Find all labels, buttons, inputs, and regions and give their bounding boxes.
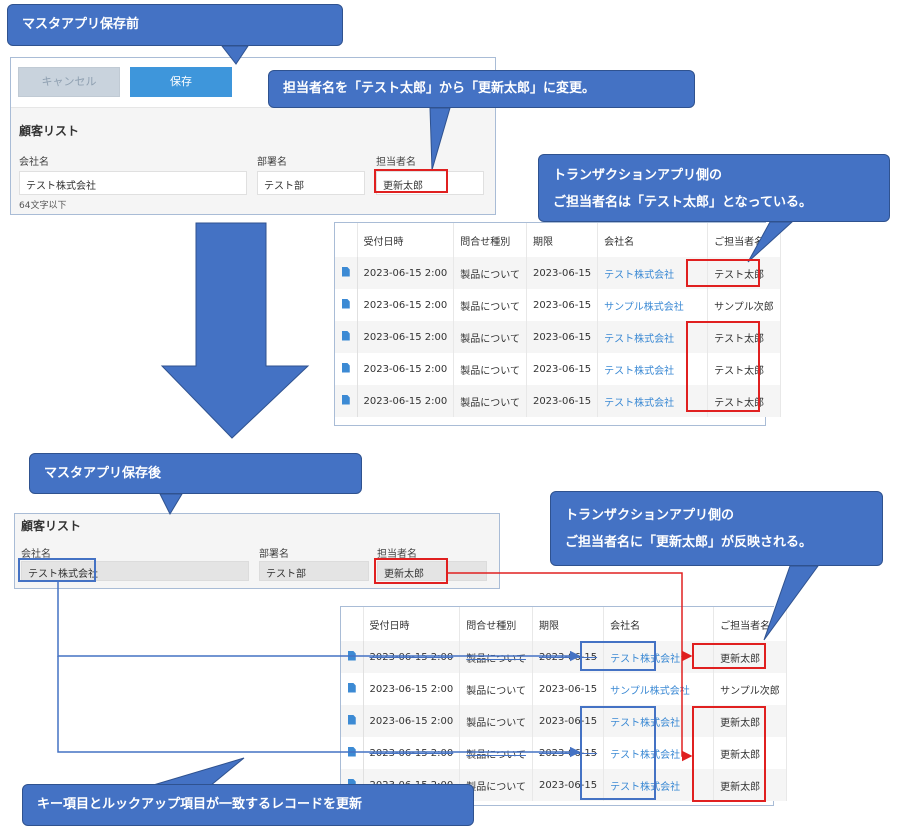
cell-type: 製品について: [453, 353, 527, 385]
cell-company-link[interactable]: テスト株式会社: [603, 769, 715, 801]
callout-text-line2: ご担当者名に「更新太郎」が反映される。: [565, 535, 813, 550]
cell-company-link[interactable]: テスト株式会社: [603, 705, 715, 737]
record-detail-link[interactable]: [335, 321, 358, 353]
trans-before-tail: [747, 221, 794, 263]
company-hint: 64文字以下: [19, 201, 67, 211]
change-note-tail: [429, 107, 451, 171]
person-label: 担当者名: [376, 157, 416, 168]
person-label: 担当者名: [377, 549, 417, 560]
document-icon: [341, 394, 350, 405]
dept-value: テスト部: [259, 561, 369, 581]
cell-due: 2023-06-15: [526, 385, 599, 417]
callout-text-line1: トランザクションアプリ側の: [565, 508, 735, 523]
cell-type: 製品について: [453, 385, 527, 417]
cell-company-link[interactable]: サンプル株式会社: [603, 673, 715, 705]
master-after-panel: 顧客リスト 会社名 テスト株式会社 部署名 テスト部 担当者名 更新太郎: [14, 513, 500, 589]
record-detail-link[interactable]: [335, 385, 358, 417]
cell-person: テスト太郎: [707, 353, 781, 385]
cell-person: テスト太郎: [707, 321, 781, 353]
callout-text: マスタアプリ保存前: [22, 17, 140, 32]
trans-before-callout: トランザクションアプリ側の ご担当者名は「テスト太郎」となっている。: [538, 154, 890, 222]
cell-due: 2023-06-15: [526, 289, 599, 321]
cell-person: テスト太郎: [707, 385, 781, 417]
change-note-callout: 担当者名を「テスト太郎」から「更新太郎」に変更。: [268, 70, 695, 108]
col-header-company[interactable]: 会社名: [597, 223, 709, 257]
table-row: 2023-06-15 2:00 製品について 2023-06-15 サンプル株式…: [335, 289, 781, 321]
col-header-due[interactable]: 期限: [526, 223, 599, 257]
cell-due: 2023-06-15: [526, 257, 599, 289]
document-icon: [341, 362, 350, 373]
cell-company-link[interactable]: サンプル株式会社: [597, 289, 709, 321]
cell-person: 更新太郎: [713, 737, 787, 769]
cell-company-link[interactable]: テスト株式会社: [603, 737, 715, 769]
table-row: 2023-06-15 2:00 製品について 2023-06-15 テスト株式会…: [341, 769, 787, 801]
table-row: 2023-06-15 2:00 製品について 2023-06-15 テスト株式会…: [335, 321, 781, 353]
callout-text-line2: ご担当者名は「テスト太郎」となっている。: [553, 195, 812, 210]
cell-type: 製品について: [453, 321, 527, 353]
company-label: 会社名: [19, 157, 49, 168]
callout-text: マスタアプリ保存後: [44, 466, 162, 481]
col-header-type[interactable]: 問合せ種別: [453, 223, 527, 257]
record-detail-link[interactable]: [335, 257, 358, 289]
before-title-tail: [220, 45, 249, 65]
list-title: 顧客リスト: [19, 124, 80, 138]
cell-person: テスト太郎: [707, 257, 781, 289]
callout-text-line1: トランザクションアプリ側の: [553, 168, 723, 183]
cell-type: 製品について: [453, 257, 527, 289]
cell-company-link[interactable]: テスト株式会社: [597, 321, 709, 353]
key-note-tail: [149, 757, 245, 787]
company-value: テスト株式会社: [21, 561, 249, 581]
document-icon: [341, 266, 350, 277]
company-label: 会社名: [21, 549, 51, 560]
dept-label: 部署名: [259, 549, 289, 560]
after-title-callout: マスタアプリ保存後: [29, 453, 362, 494]
cell-person: 更新太郎: [713, 769, 787, 801]
callout-text: キー項目とルックアップ項目が一致するレコードを更新: [37, 797, 363, 812]
down-arrow-icon: [160, 222, 310, 439]
document-icon: [341, 298, 350, 309]
table-row: 2023-06-15 2:00 製品について 2023-06-15 テスト株式会…: [335, 385, 781, 417]
company-input[interactable]: テスト株式会社: [19, 171, 247, 195]
trans-after-callout: トランザクションアプリ側の ご担当者名に「更新太郎」が反映される。: [550, 491, 883, 566]
cell-company-link[interactable]: テスト株式会社: [597, 353, 709, 385]
cell-date: 2023-06-15 2:00: [357, 257, 455, 289]
before-title-callout: マスタアプリ保存前: [7, 4, 343, 46]
save-button[interactable]: 保存: [130, 67, 232, 97]
cell-person: サンプル次郎: [713, 673, 787, 705]
document-icon: [347, 778, 356, 789]
record-detail-link[interactable]: [335, 353, 358, 385]
callout-text: 担当者名を「テスト太郎」から「更新太郎」に変更。: [283, 81, 596, 96]
doc-col-header: [335, 223, 358, 257]
cell-due: 2023-06-15: [532, 769, 605, 801]
dept-input[interactable]: テスト部: [257, 171, 365, 195]
cancel-button[interactable]: キャンセル: [18, 67, 120, 97]
cell-date: 2023-06-15 2:00: [357, 321, 455, 353]
cell-company-link[interactable]: テスト株式会社: [597, 257, 709, 289]
after-title-tail: [159, 493, 183, 516]
cell-date: 2023-06-15 2:00: [357, 289, 455, 321]
cell-due: 2023-06-15: [526, 321, 599, 353]
table-row: 2023-06-15 2:00 製品について 2023-06-15 テスト株式会…: [335, 353, 781, 385]
cell-date: 2023-06-15 2:00: [357, 353, 455, 385]
dept-label: 部署名: [257, 157, 287, 168]
trans-before-table: 受付日時 問合せ種別 期限 会社名 ご担当者名 2023-06-15 2:00 …: [335, 223, 781, 417]
trans-after-tail: [763, 565, 819, 641]
cell-date: 2023-06-15 2:00: [357, 385, 455, 417]
cell-person: サンプル次郎: [707, 289, 781, 321]
document-icon: [341, 330, 350, 341]
record-detail-link[interactable]: [335, 289, 358, 321]
cell-due: 2023-06-15: [526, 353, 599, 385]
key-note-callout: キー項目とルックアップ項目が一致するレコードを更新: [22, 784, 474, 826]
col-header-date[interactable]: 受付日時: [357, 223, 455, 257]
cell-type: 製品について: [453, 289, 527, 321]
list-title: 顧客リスト: [21, 519, 82, 533]
cell-person: 更新太郎: [713, 705, 787, 737]
table-row: 2023-06-15 2:00 製品について 2023-06-15 テスト株式会…: [335, 257, 781, 289]
